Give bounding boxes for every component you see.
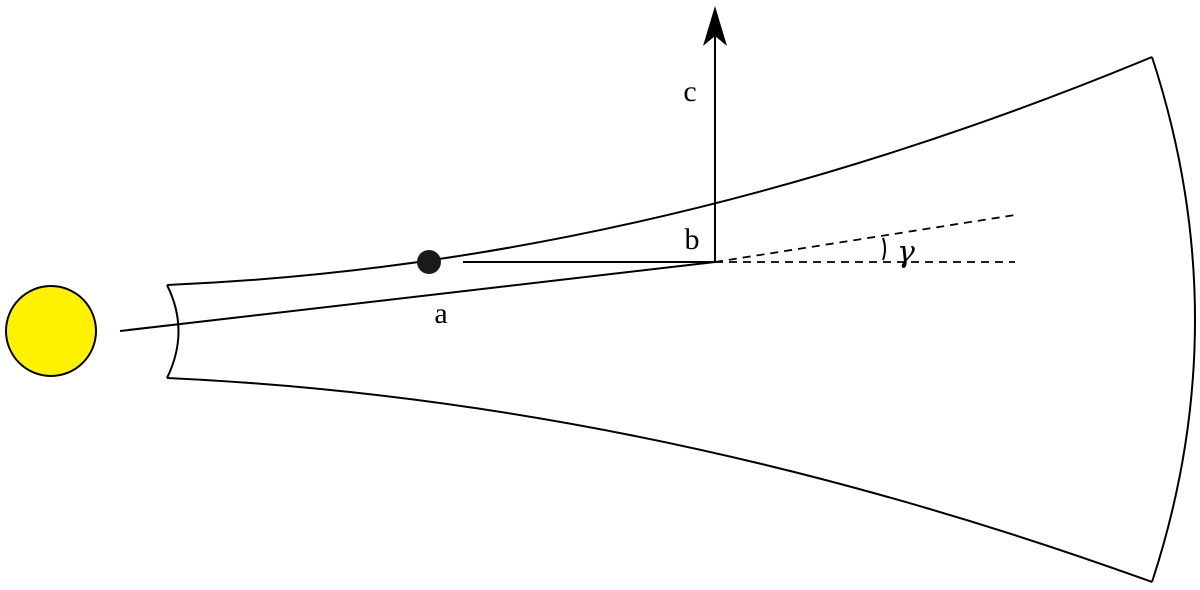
disk-inner-rim xyxy=(166,284,180,379)
gamma-angle-arc xyxy=(882,237,886,261)
disk-lower-surface xyxy=(166,377,1153,583)
label-gamma: γ xyxy=(897,235,915,270)
arrow-head-icon xyxy=(703,6,727,46)
line-of-sight-ray xyxy=(119,261,716,332)
dashed-ray-extension xyxy=(714,214,1016,263)
star xyxy=(5,285,97,377)
disk-upper-surface xyxy=(166,56,1153,286)
planet xyxy=(417,250,441,274)
disk-outer-rim xyxy=(1151,56,1196,583)
label-c: c xyxy=(683,75,696,108)
label-b: b xyxy=(685,223,700,256)
label-a: a xyxy=(434,297,447,330)
